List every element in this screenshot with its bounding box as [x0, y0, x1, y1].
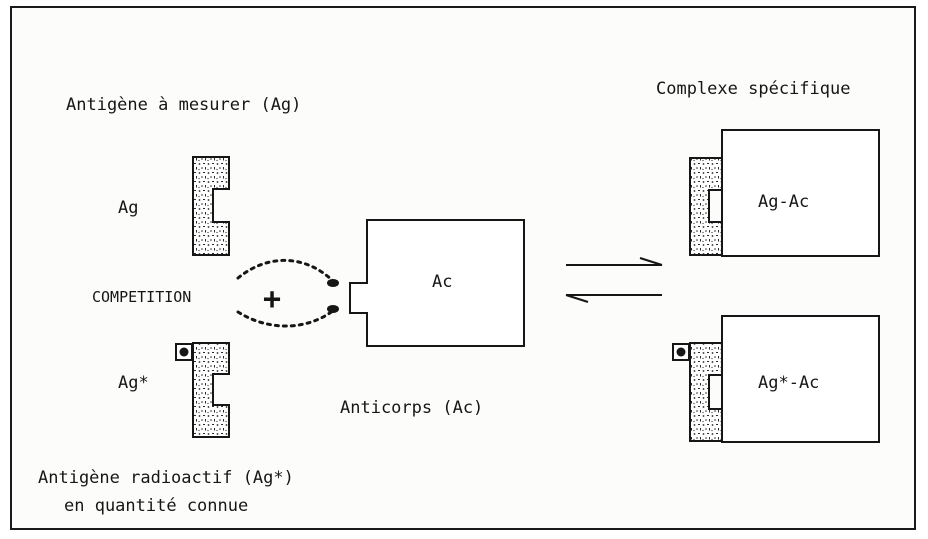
complex-agstar-ac-label: Ag*-Ac	[758, 373, 819, 393]
antibody-label: Anticorps (Ac)	[340, 398, 483, 418]
radioactive-antigen-label: Antigène radioactif (Ag*)	[38, 468, 294, 488]
specific-complex-label: Complexe spécifique	[656, 79, 850, 99]
competition-label: COMPETITION	[92, 288, 191, 306]
antigen-to-measure-label: Antigène à mesurer (Ag)	[66, 95, 301, 115]
complex-ag-ac-label: Ag-Ac	[758, 192, 809, 212]
ag-star-label: Ag*	[118, 373, 149, 393]
competition-arrows	[238, 260, 339, 326]
antigen-ag-shape	[193, 157, 229, 255]
plus-sign: +	[263, 282, 281, 317]
ac-label: Ac	[432, 272, 452, 292]
ag-label: Ag	[118, 198, 138, 218]
antigen-agstar-shape	[176, 343, 229, 437]
equilibrium-arrows	[566, 258, 662, 302]
known-quantity-label: en quantité connue	[64, 496, 248, 516]
